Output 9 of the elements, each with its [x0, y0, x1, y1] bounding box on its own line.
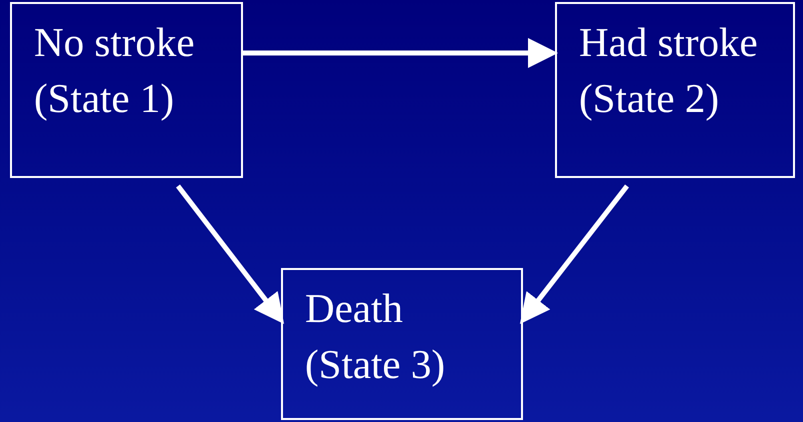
state-label: No stroke (State 1) — [34, 18, 196, 123]
arrow — [520, 184, 629, 324]
arrow — [176, 184, 284, 324]
state-label: Death (State 3) — [305, 284, 446, 389]
state-label: Had stroke (State 2) — [579, 18, 759, 123]
state-box — [555, 2, 795, 178]
state-box — [10, 2, 243, 178]
arrow — [243, 38, 558, 68]
state-box — [281, 268, 523, 420]
